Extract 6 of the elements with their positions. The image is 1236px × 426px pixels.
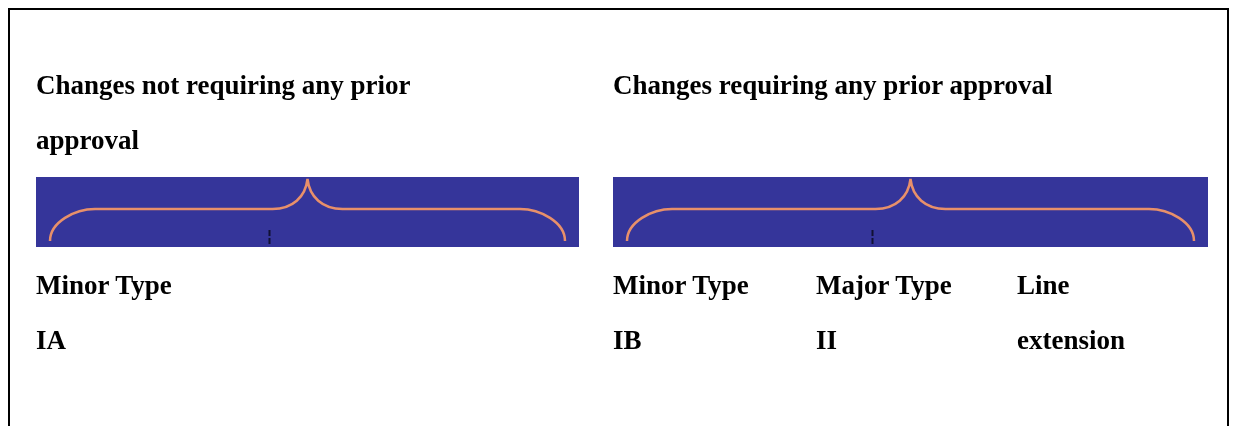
label-text: Minor Type IB <box>613 269 750 357</box>
label-text: Line extension <box>1017 269 1126 357</box>
label-text: Changes requiring any prior approval <box>613 69 1054 102</box>
label-text: Minor Type IA <box>36 269 173 357</box>
label-text: Changes not requiring any prior approval <box>36 69 412 157</box>
label-text: Major Type II <box>816 269 953 357</box>
